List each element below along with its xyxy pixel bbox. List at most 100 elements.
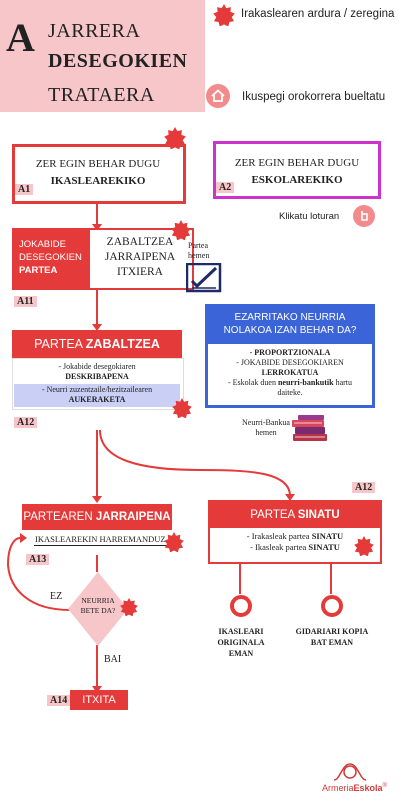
teacher-task-seal-icon (120, 598, 138, 616)
box-a11-label: A11 (14, 296, 37, 307)
partea-hemen-line2: hemen (188, 251, 210, 260)
box-zabaltzea-label: A12 (14, 417, 38, 428)
box-sinatu-lines: - Irakasleak partea SINATU - Ikasleak pa… (210, 531, 380, 553)
box-a2-line1: ZER EGIN BEHAR DUGU (234, 157, 360, 169)
decision-diamond (68, 572, 128, 646)
home-button[interactable] (206, 84, 230, 108)
gidariari-line1: GIDARIARI KOPIA (295, 627, 369, 636)
box-zabaltzea-l1: - Jokabide desegokiaren (58, 362, 136, 371)
box-a1-line1: ZER EGIN BEHAR DUGU (35, 158, 161, 170)
title-line-1: JARRERA (48, 20, 141, 42)
legend-home: Ikuspegi orokorrera bueltatu (242, 91, 386, 103)
home-icon (211, 89, 225, 102)
box-a11-left-line3: PARTEA (19, 265, 58, 276)
box-sinatu-l1b: SINATU (311, 531, 344, 541)
box-ezarritako-l2: - JOKABIDE DESEGOKIAREN (236, 358, 344, 367)
decision-yes: BAI (104, 654, 122, 665)
box-sinatu-l2: - Ikasleak partea SINATU (210, 542, 380, 553)
box-a2[interactable] (213, 141, 381, 199)
box-a1-line2: IKASLEAREKIKO (50, 175, 146, 187)
teacher-task-seal-icon (354, 536, 374, 556)
box-zabaltzea-desc: - Jokabide desegokiaren DESKRIBAPENA (12, 362, 182, 382)
title-line-2: DESEGOKIEN (48, 50, 188, 72)
armeria-eskola-logo-icon (333, 763, 367, 781)
gidariari-line2: BAT EMAN (310, 638, 354, 647)
box-a11-right-line1: ZABALTZEA (106, 236, 174, 248)
box-sinatu-l2a: - Ikasleak partea (250, 542, 309, 552)
box-jarraipena-sub: IKASLEAREKIN HARREMANDUZ (34, 534, 167, 546)
box-a11-left-text: JOKABIDE DESEGOKIEN PARTEA (19, 238, 82, 277)
teacher-task-seal-icon (171, 220, 191, 240)
box-sinatu-header: PARTEA SINATU (210, 502, 380, 528)
box-sinatu-title-b: SINATU (297, 509, 340, 521)
box-a11-right-line3: ITXIERA (117, 266, 163, 278)
ikasleari-text: IKASLEARI ORIGINALA EMAN (205, 626, 277, 659)
decision-line1: NEURRIA (81, 596, 115, 605)
box-ezarritako-lines: - PROPORTZIONALA - JOKABIDE DESEGOKIAREN… (209, 348, 371, 398)
box-ezarritako-l1: - PROPORTZIONALA (249, 348, 331, 357)
box-ezarritako-body (208, 344, 372, 405)
legend-teacher-task: Irakaslearen ardura / zeregina (241, 8, 395, 20)
box-ezarritako-l3: LERROKATUA (261, 368, 319, 377)
box-zabaltzea-header[interactable]: PARTEA ZABALTZEA (12, 330, 182, 358)
click-link-button[interactable] (353, 205, 375, 227)
footer-brand-b: Eskola (353, 783, 383, 793)
box-a1[interactable] (12, 144, 186, 204)
partea-hemen-form-icon[interactable] (186, 263, 222, 293)
books-icon[interactable] (290, 413, 330, 443)
legend-click: Klikatu loturan (279, 211, 340, 222)
neurri-bankua-line2: hemen (255, 428, 277, 437)
teacher-task-seal-icon (164, 532, 184, 552)
box-ezarritako-l4a: - Eskolak duen (227, 378, 278, 387)
neurri-bankua-line1: Neurri-Bankua (242, 418, 290, 427)
box-ezarritako-title2: NOLAKOA IZAN BEHAR DA? (223, 325, 357, 336)
teacher-task-seal-icon (164, 127, 186, 149)
ikasleari-node-icon (230, 595, 252, 617)
title-line-3: TRATAERA (48, 84, 155, 106)
decision-line2: BETE DA? (80, 606, 116, 615)
box-zabaltzea-l4: AUKERAKETA (68, 395, 126, 404)
footer-brand-reg: ® (382, 783, 387, 789)
ikasleari-line2: ORIGINALA EMAN (217, 638, 265, 658)
box-a1-label: A1 (15, 184, 34, 195)
box-jarraipena-header[interactable]: PARTEAREN JARRAIPENA (22, 504, 172, 530)
box-sinatu-label: A12 (352, 482, 376, 493)
box-sinatu-l1a: - Irakasleak partea (246, 531, 312, 541)
footer-brand: ArmeriaEskola® (322, 783, 387, 793)
box-ezarritako-l4: - Eskolak duen neurri-bankutik hartu (209, 378, 371, 388)
box-jarraipena-label: A13 (26, 554, 50, 565)
box-ezarritako-l5: daiteke. (277, 388, 303, 397)
decision-text: NEURRIA BETE DA? (68, 596, 128, 616)
teacher-task-seal-icon (213, 4, 235, 26)
neurri-bankua-text: Neurri-Bankua hemen (236, 418, 296, 438)
ikasleari-line1: IKASLEARI (218, 627, 264, 636)
box-a11-left-panel (12, 228, 90, 290)
box-sinatu-l2b: SINATU (308, 542, 340, 552)
box-sinatu-title-a: PARTEA (250, 509, 298, 521)
gidariari-node-icon (321, 595, 343, 617)
box-a11-right-text: ZABALTZEA JARRAIPENA ITXIERA (92, 235, 188, 280)
decision-no: EZ (50, 591, 63, 602)
box-ezarritako-title: EZARRITAKO NEURRIA NOLAKOA IZAN BEHAR DA… (207, 311, 373, 337)
partea-hemen-text: Partea hemen (188, 241, 209, 261)
footer-brand-a: Armeria (322, 783, 354, 793)
box-zabaltzea-aukeraketa: - Neurri zuzentzaile/hezitzailearen AUKE… (14, 384, 180, 407)
box-ezarritako-l4b: neurri-bankutik (277, 378, 334, 387)
box-itxita-label: A14 (47, 695, 71, 706)
box-a11-left-line2: DESEGOKIEN (19, 252, 82, 263)
box-a11-left-line1: JOKABIDE (19, 239, 66, 250)
box-jarraipena-title-a: PARTEAREN (23, 511, 96, 523)
box-ezarritako-l4c: hartu (333, 378, 352, 387)
box-itxita[interactable]: ITXITA (70, 690, 128, 710)
box-zabaltzea-l2: DESKRIBAPENA (65, 372, 129, 381)
box-ezarritako-title1: EZARRITAKO NEURRIA (234, 312, 346, 323)
box-sinatu-l1: - Irakasleak partea SINATU (210, 531, 380, 542)
hand-pointer-icon (361, 211, 368, 221)
title-panel (0, 0, 205, 112)
teacher-task-seal-icon (172, 398, 192, 418)
box-zabaltzea-title-a: PARTEA (34, 337, 86, 351)
box-a11-right-line2: JARRAIPENA (104, 251, 176, 263)
box-zabaltzea-l3: - Neurri zuzentzaile/hezitzailearen (41, 385, 153, 394)
title-letter: A (6, 15, 35, 60)
box-a2-line2: ESKOLAREKIKO (251, 174, 343, 186)
